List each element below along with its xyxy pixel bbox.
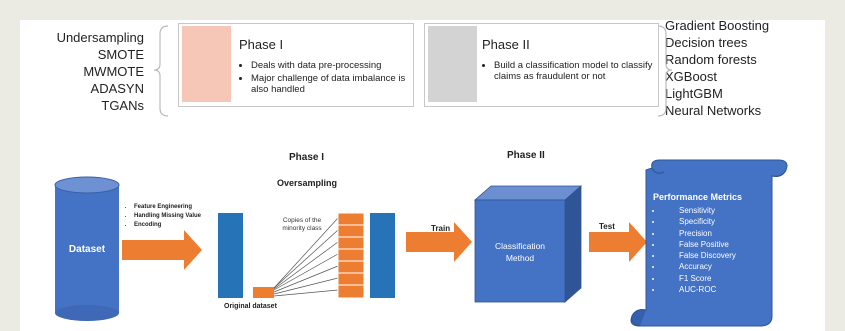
- metric-item: Specificity: [663, 216, 771, 227]
- classification-cube: [473, 185, 583, 303]
- test-arrow: [589, 222, 647, 262]
- metrics-list: Sensitivity Specificity Precision False …: [653, 205, 771, 295]
- phase2-flow-label: Phase II: [507, 150, 545, 161]
- copy-lines: [273, 217, 339, 297]
- metric-item: Sensitivity: [663, 205, 771, 216]
- phase1-flow-label: Phase I: [289, 152, 325, 163]
- model-item: Neural Networks: [665, 103, 762, 118]
- phase1-bullets: Deals with data pre-processing Major cha…: [239, 60, 421, 97]
- metric-item: Accuracy: [663, 261, 771, 272]
- oversampling-techniques-list: Undersampling SMOTE MWMOTE ADASYN TGANs: [40, 29, 144, 114]
- preprocess-steps: Feature Engineering Handling Missing Val…: [126, 203, 201, 230]
- model-item: XGBoost: [665, 69, 718, 84]
- performance-metrics: Performance Metrics Sensitivity Specific…: [653, 192, 771, 295]
- original-dataset-label: Original dataset: [224, 303, 277, 310]
- phase2-bullets: Build a classification model to classify…: [482, 60, 664, 84]
- technique-item: TGANs: [101, 98, 144, 113]
- phase1-title: Phase I: [239, 37, 284, 52]
- phase1-bullet: Major challenge of data imbalance is als…: [251, 73, 421, 95]
- right-brace: [657, 25, 673, 117]
- phase1-summary-box: Phase I Deals with data pre-processing M…: [178, 23, 414, 107]
- model-item: Random forests: [665, 52, 757, 67]
- metric-item: Precision: [663, 228, 771, 239]
- balanced-majority-bar: [370, 213, 395, 298]
- phase2-swatch: [428, 26, 477, 102]
- metric-item: False Discovery: [663, 250, 771, 261]
- dataset-cylinder: [54, 176, 120, 321]
- metric-item: F1 Score: [663, 273, 771, 284]
- classification-method-label: Classification Method: [494, 241, 546, 263]
- phase1-bullet: Deals with data pre-processing: [251, 60, 421, 71]
- oversampling-label: Oversampling: [277, 178, 338, 188]
- minority-copies-stack: [337, 212, 365, 299]
- model-item: LightGBM: [665, 86, 723, 101]
- technique-item: SMOTE: [97, 47, 144, 62]
- preprocess-step: Handling Missing Value: [134, 212, 201, 221]
- preprocess-step: Encoding: [134, 221, 201, 230]
- technique-item: ADASYN: [90, 81, 144, 96]
- left-brace: [153, 25, 169, 117]
- train-arrow: [406, 222, 472, 262]
- phase2-title: Phase II: [482, 37, 530, 52]
- minority-class-bar: [253, 287, 274, 298]
- phase2-summary-box: Phase II Build a classification model to…: [424, 23, 659, 107]
- preprocess-arrow: [122, 230, 202, 270]
- test-label: Test: [599, 222, 615, 231]
- preprocess-step: Feature Engineering: [134, 203, 201, 212]
- model-item: Gradient Boosting: [665, 18, 770, 33]
- metrics-title: Performance Metrics: [653, 192, 743, 202]
- train-label: Train: [431, 224, 451, 233]
- majority-class-bar: [218, 213, 243, 298]
- technique-item: Undersampling: [56, 30, 144, 45]
- metric-item: False Positive: [663, 239, 771, 250]
- phase2-bullet: Build a classification model to classify…: [494, 60, 664, 82]
- technique-item: MWMOTE: [83, 64, 144, 79]
- metrics-scroll: [630, 159, 788, 327]
- copies-label: Copies of the minority class: [282, 217, 322, 232]
- phase1-swatch: [182, 26, 231, 102]
- metric-item: AUC-ROC: [663, 284, 771, 295]
- dataset-label: Dataset: [68, 244, 106, 255]
- classification-models-list: Gradient Boosting Decision trees Random …: [665, 17, 805, 119]
- model-item: Decision trees: [665, 35, 748, 50]
